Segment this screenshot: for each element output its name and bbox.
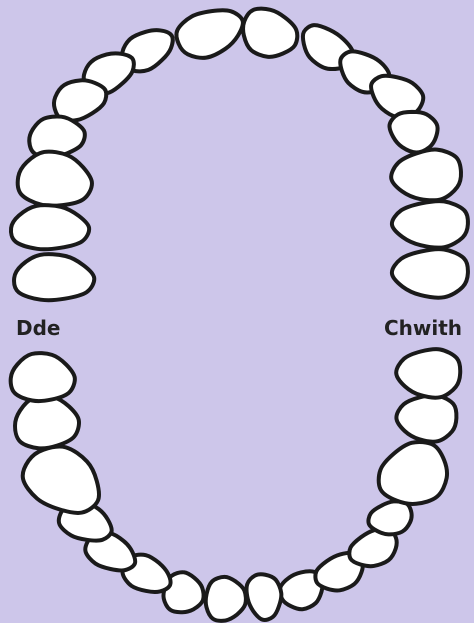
upper-left-second-molar[interactable] <box>389 199 470 250</box>
upper-arch <box>8 0 470 303</box>
upper-right-first-premolar[interactable] <box>48 72 112 126</box>
lower-left-second-molar[interactable] <box>394 347 463 400</box>
upper-right-first-molar[interactable] <box>15 149 95 209</box>
lower-right-second-molar[interactable] <box>14 434 114 526</box>
upper-right-third-molar[interactable] <box>12 252 97 303</box>
upper-left-third-molar[interactable] <box>389 247 470 300</box>
right-side-label: Dde <box>16 316 60 340</box>
upper-left-central-incisor[interactable] <box>234 1 304 66</box>
lower-right-lateral-incisor[interactable] <box>201 573 251 623</box>
upper-right-second-premolar[interactable] <box>26 112 88 161</box>
upper-right-second-molar[interactable] <box>8 203 92 252</box>
lower-left-third-molar[interactable] <box>8 351 77 404</box>
lower-left-lateral-incisor[interactable] <box>310 547 370 599</box>
left-side-label: Chwith <box>384 316 462 340</box>
lower-left-central-incisor[interactable] <box>244 571 286 622</box>
upper-left-first-molar[interactable] <box>389 147 464 204</box>
lower-left-second-premolar[interactable] <box>368 433 457 518</box>
upper-right-central-incisor[interactable] <box>171 0 250 65</box>
lower-arch <box>8 347 463 623</box>
